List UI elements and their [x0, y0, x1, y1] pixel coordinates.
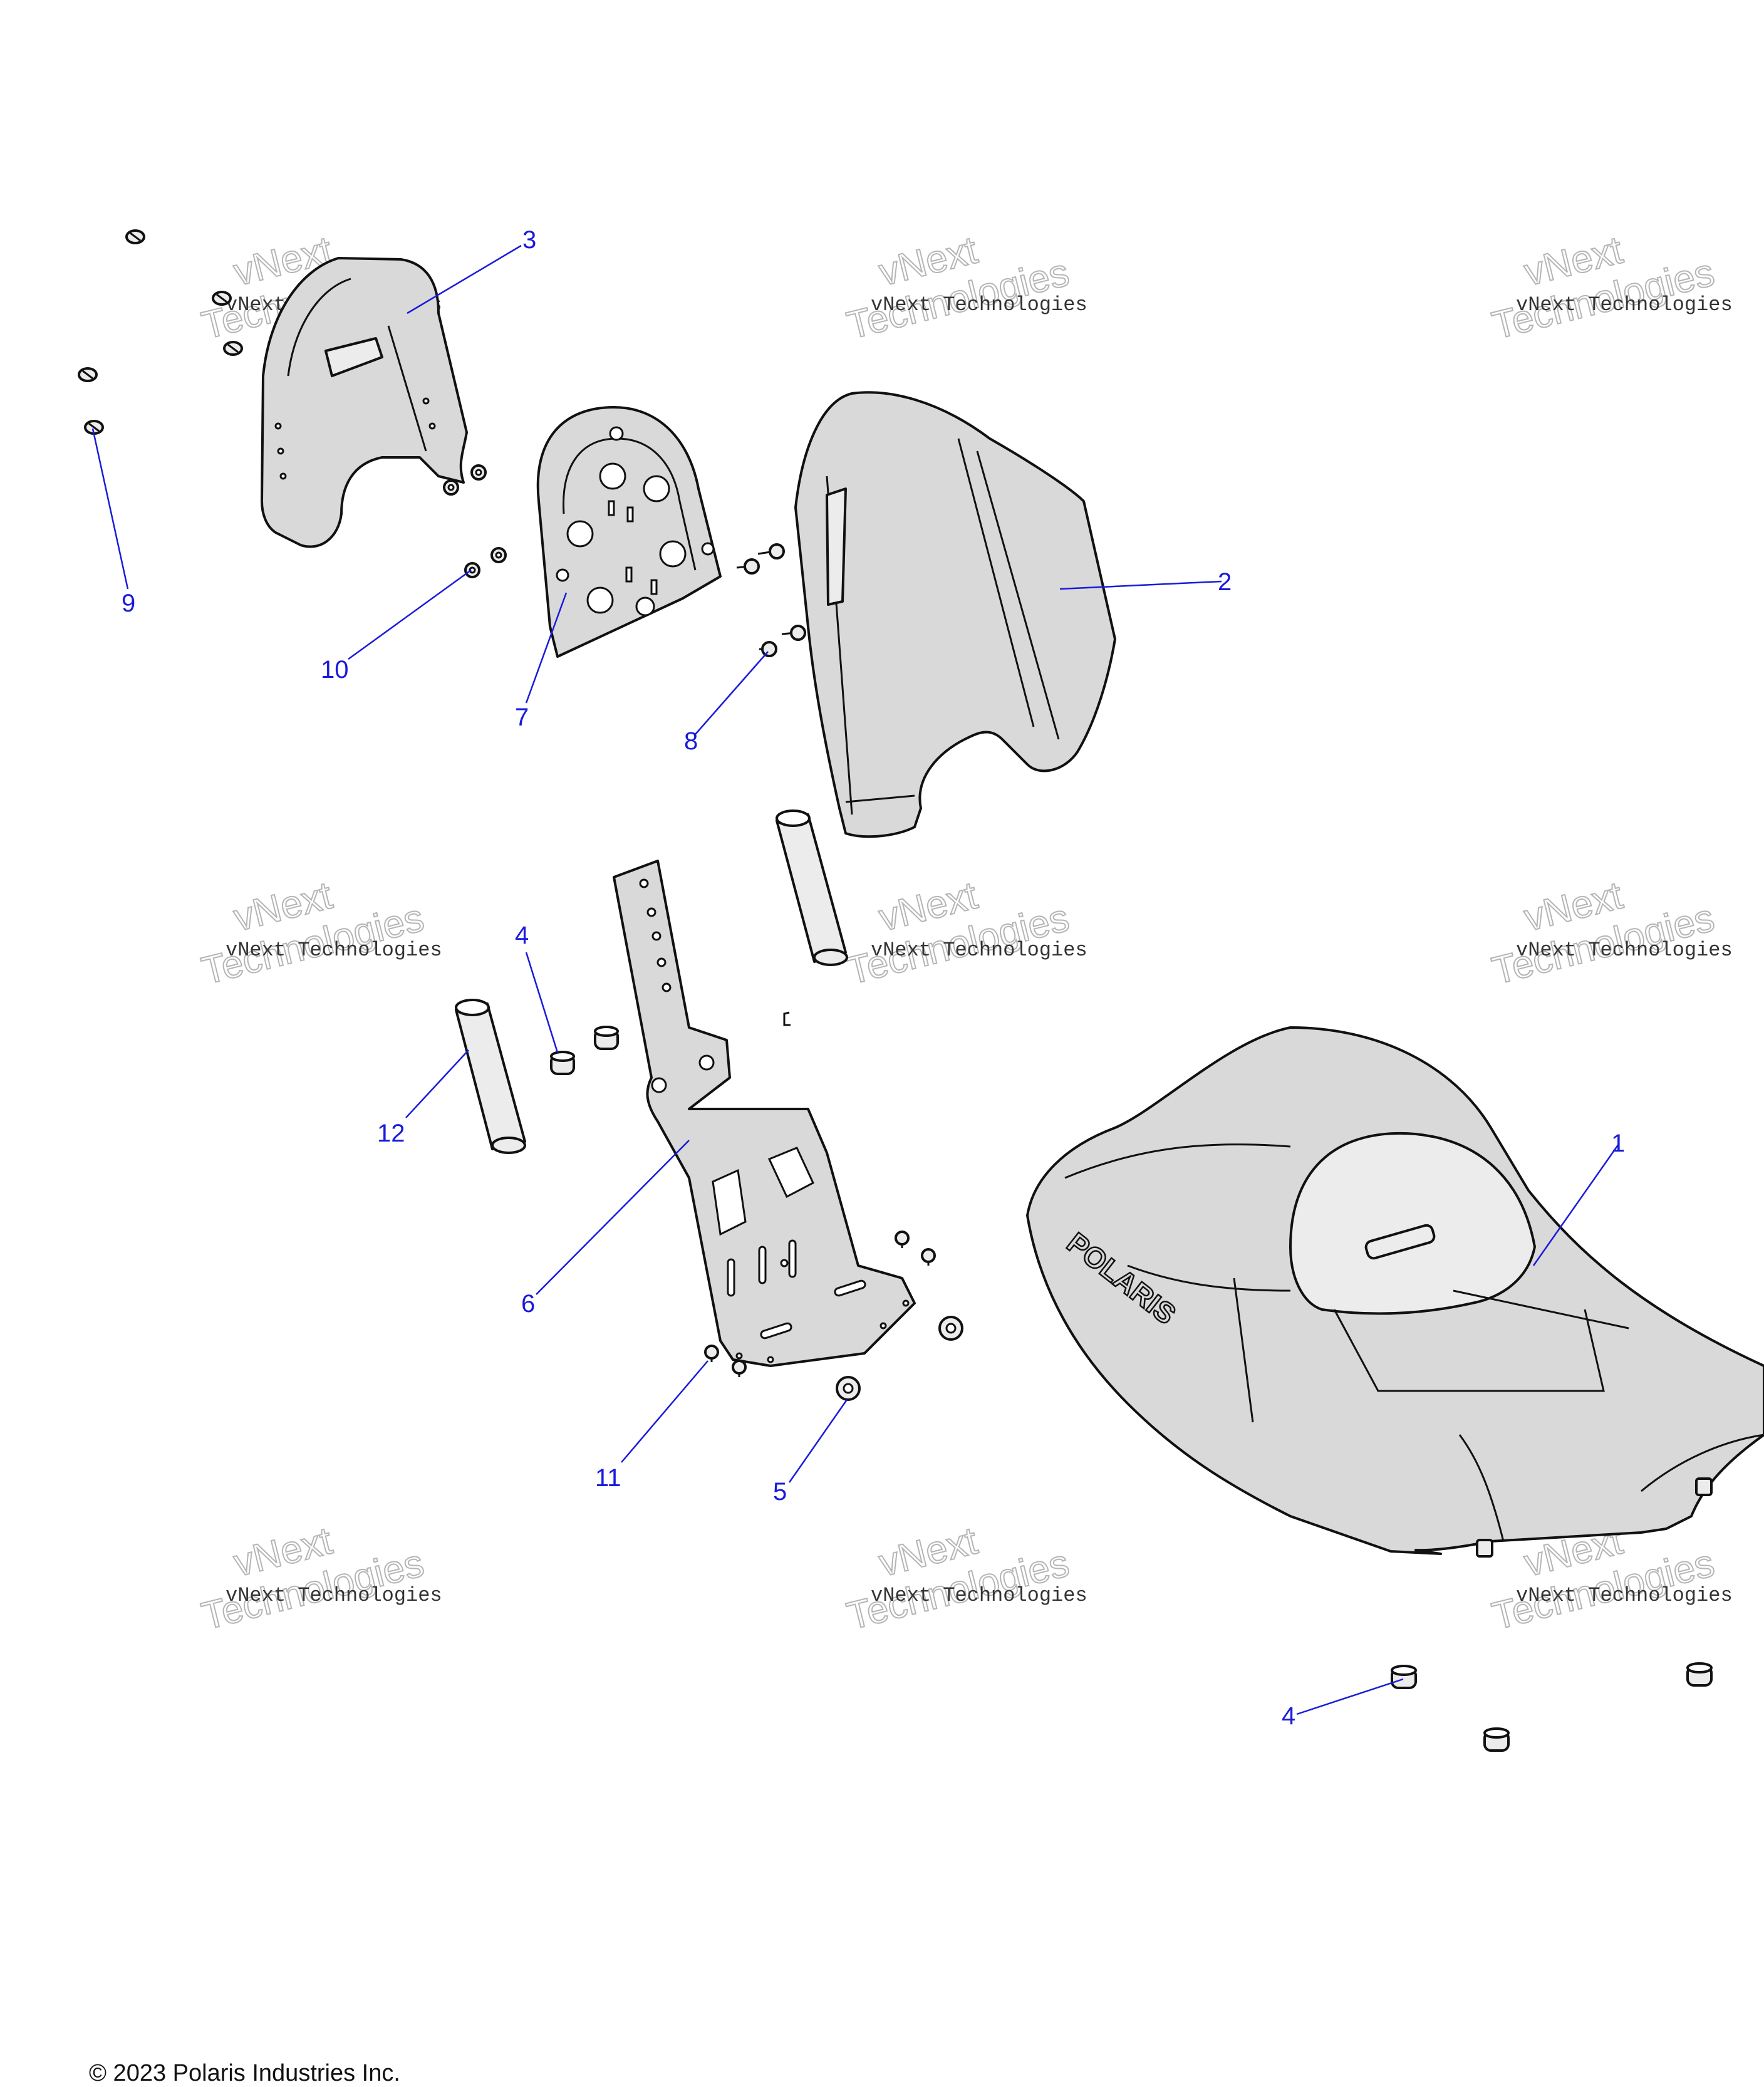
callout-10: 10 [321, 656, 349, 684]
cover-nut [470, 464, 487, 481]
leader-11 [621, 1360, 708, 1463]
leader-7 [525, 592, 568, 704]
svg-text:vNext Technologies: vNext Technologies [871, 293, 1087, 316]
leader-3 [407, 244, 522, 315]
callout-4-lower: 4 [1282, 1702, 1295, 1730]
bracket-screw [895, 1231, 910, 1248]
leader-4-upper [525, 952, 559, 1053]
svg-text:vNext Technologies: vNext Technologies [1516, 1584, 1733, 1607]
leader-2 [1059, 580, 1222, 590]
backrest-screw [757, 543, 785, 559]
grommet [1391, 1665, 1417, 1689]
leader-12 [405, 1049, 469, 1118]
callout-7: 7 [515, 704, 529, 731]
seat: POLARIS [1026, 1026, 1764, 1558]
grommets-lower [1391, 1662, 1713, 1752]
backrest-screw [759, 641, 777, 657]
cover-nuts [443, 464, 507, 578]
backrest-screws [736, 543, 806, 657]
backrest-plate [536, 406, 722, 658]
cover-nut [464, 562, 480, 578]
svg-text:vNext Technologies: vNext Technologies [1516, 939, 1733, 962]
bracket-screw [704, 1345, 719, 1362]
svg-text:vNext Technologies: vNext Technologies [871, 1584, 1087, 1607]
watermark-mid-right: vNext Technologies vNext Technologies [1487, 873, 1733, 994]
cover-clips [78, 229, 243, 435]
copyright-notice: © 2023 Polaris Industries Inc. [89, 2060, 400, 2086]
cover-clip [78, 367, 98, 382]
svg-text:vNext Technologies: vNext Technologies [871, 939, 1087, 962]
backrest-screw [781, 625, 806, 641]
leader-6 [536, 1140, 690, 1295]
cover-clip [84, 420, 104, 435]
cover-nut [443, 479, 459, 496]
bracket-screw [921, 1248, 936, 1266]
svg-text:vNext Technologies: vNext Technologies [1516, 293, 1733, 316]
callout-5: 5 [773, 1478, 787, 1506]
callout-12: 12 [377, 1120, 405, 1147]
leader-1 [1532, 1143, 1620, 1266]
leader-4-lower [1296, 1678, 1404, 1715]
grommet [1483, 1727, 1510, 1752]
bracket-screws [704, 1231, 936, 1377]
watermark-mid-left: vNext Technologies vNext Technologies [197, 873, 442, 994]
callout-8: 8 [684, 727, 698, 755]
svg-text:vNext Technologies: vNext Technologies [226, 1584, 442, 1607]
leader-8 [695, 651, 769, 735]
backrest-cover [261, 257, 468, 548]
leader-lines [91, 244, 1620, 1715]
watermark-bottom-center: vNext Technologies vNext Technologies [842, 1519, 1087, 1639]
watermark-bottom-left: vNext Technologies vNext Technologies [197, 1519, 442, 1639]
small-clip [783, 1011, 791, 1026]
callout-4-upper: 4 [515, 922, 529, 949]
watermark-mid-center: vNext Technologies vNext Technologies [842, 873, 1087, 994]
tube-lower [455, 999, 526, 1154]
cover-clip [125, 229, 145, 244]
cover-clip [212, 291, 232, 306]
grommets-upper [550, 1026, 619, 1075]
svg-text:vNext Technologies: vNext Technologies [226, 939, 442, 962]
callout-2: 2 [1218, 568, 1232, 596]
leader-5 [788, 1399, 848, 1483]
backrest-cushion [794, 391, 1116, 838]
watermark-top-right: vNext Technologies vNext Technologies [1487, 228, 1733, 348]
callout-11: 11 [595, 1464, 621, 1492]
callout-9: 9 [122, 590, 135, 617]
bracket-nuts [836, 1316, 963, 1401]
grommet [1686, 1662, 1713, 1687]
grommet [594, 1026, 619, 1050]
watermark-top-center: vNext Technologies vNext Technologies [842, 228, 1087, 348]
callout-3: 3 [522, 226, 536, 254]
cover-clip [223, 341, 243, 356]
cover-nut [490, 547, 507, 563]
bracket-nut [938, 1316, 963, 1341]
backrest-bracket [613, 860, 916, 1367]
backrest-screw [736, 558, 760, 575]
callouts: 1 2 3 4 4 5 6 7 8 9 10 11 12 [122, 226, 1625, 1730]
grommet [550, 1051, 575, 1075]
tube-upper [776, 809, 848, 966]
callout-6: 6 [521, 1290, 535, 1318]
bracket-nut [836, 1376, 861, 1401]
callout-1: 1 [1611, 1130, 1625, 1157]
leader-10 [348, 569, 472, 660]
leader-9 [91, 428, 129, 590]
bracket-screw [732, 1360, 747, 1377]
